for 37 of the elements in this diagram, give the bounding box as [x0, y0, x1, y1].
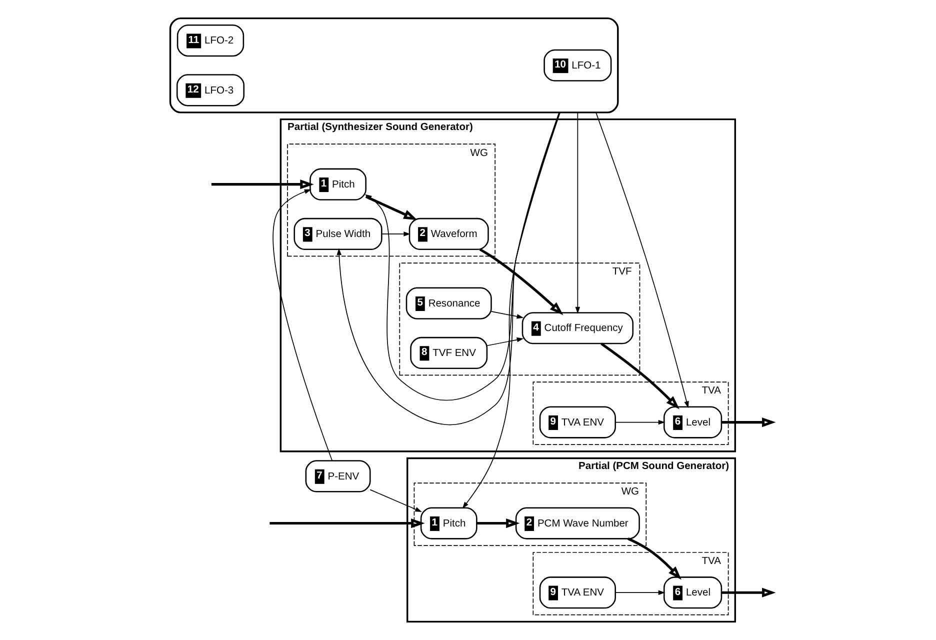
arrow [364, 112, 561, 401]
node-box: 2 PCM Wave Number [515, 507, 640, 540]
arrow [270, 518, 425, 528]
arrow [721, 417, 776, 428]
arrow [476, 518, 520, 528]
arrow [575, 112, 580, 314]
node-box: 1 Pitch [310, 168, 366, 200]
arrow [600, 342, 680, 410]
node-box: 6 Level [663, 576, 722, 609]
node-box: 7 P-ENV [305, 460, 371, 492]
arrow [272, 189, 332, 461]
arrow [486, 337, 524, 346]
node-box: 4 Cutoff Frequency [522, 312, 634, 344]
node-box: 5 Resonance [406, 287, 492, 320]
arrow [628, 538, 682, 580]
arrow [490, 311, 524, 319]
node-box: 6 Level [663, 406, 722, 438]
cluster [169, 17, 619, 114]
arrow [596, 112, 689, 408]
node-box: 1 Pitch [420, 507, 478, 540]
arrow [211, 180, 314, 190]
arrow [381, 232, 411, 236]
node-box: 10 LFO-1 [544, 49, 612, 82]
arrow [336, 112, 560, 426]
arrow [370, 489, 422, 512]
arrow [614, 420, 666, 425]
arrow [721, 588, 776, 598]
node-box: 3 Pulse Width [294, 218, 382, 250]
arrow [365, 195, 418, 220]
node-box: 2 Waveform [408, 218, 489, 250]
arrow [614, 590, 666, 595]
arrow [479, 248, 564, 316]
node-box: 11 LFO-2 [176, 24, 244, 57]
node-box: 9 TVA ENV [539, 576, 616, 609]
node-box: 9 TVA ENV [539, 406, 616, 438]
node-box: 8 TVF ENV [410, 336, 488, 369]
node-box: 12 LFO-3 [176, 74, 245, 106]
